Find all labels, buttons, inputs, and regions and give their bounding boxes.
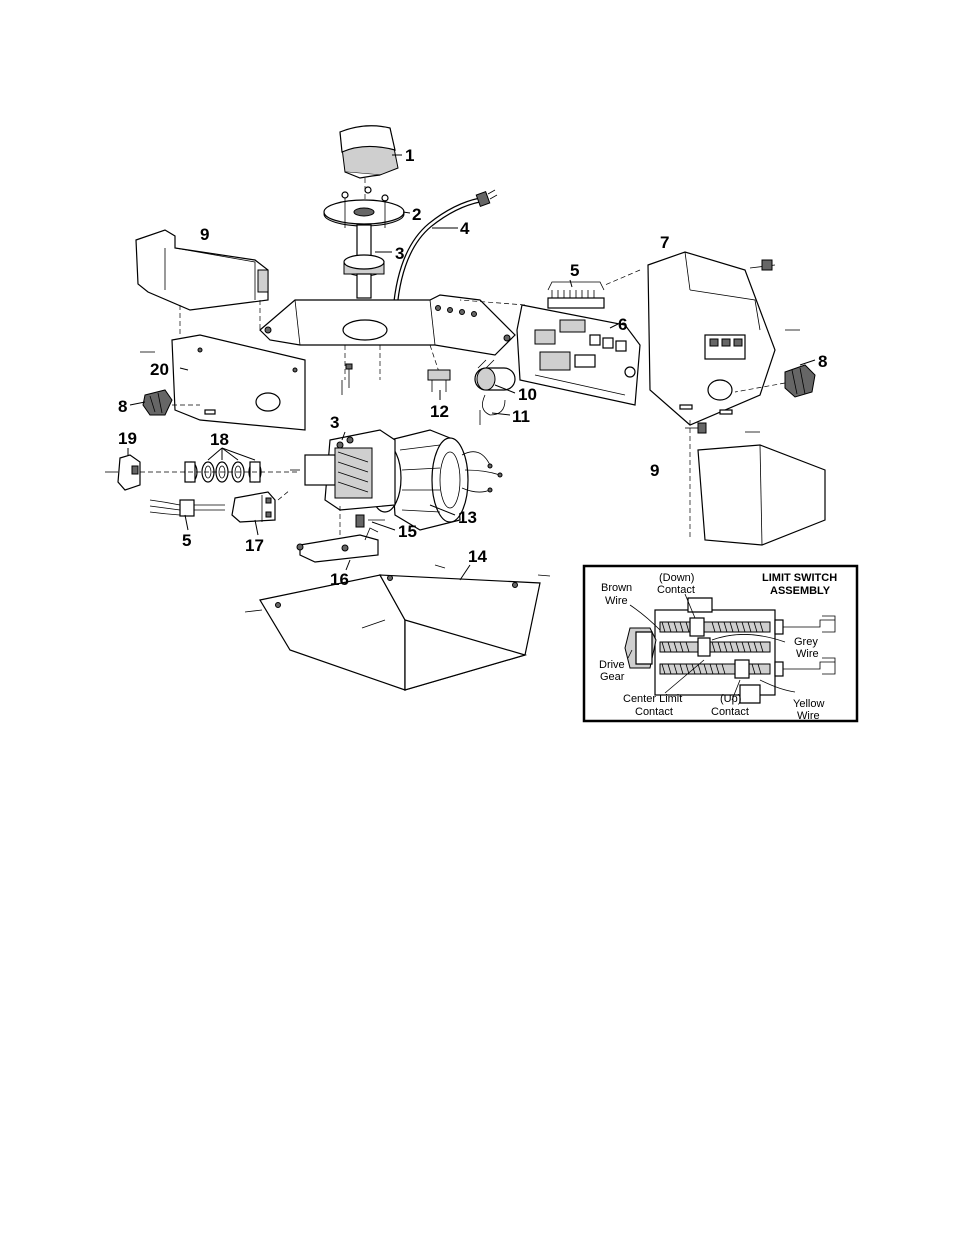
- part-cover-tray: [245, 565, 550, 690]
- inset-grey-wire-line2: Wire: [796, 648, 819, 660]
- callout-12: 12: [430, 402, 449, 421]
- inset-center-limit-line1: Center Limit: [623, 693, 682, 705]
- part-power-cord: [395, 190, 497, 310]
- part-drive-gear: [344, 225, 384, 298]
- callout-3-top: 3: [395, 244, 404, 263]
- inset-drive-gear-line2: Gear: [600, 671, 625, 683]
- part-gear-plate: [324, 187, 404, 228]
- callout-11: 11: [512, 407, 530, 426]
- inset-yellow-wire-line2: Wire: [797, 710, 820, 722]
- callout-9-bottom: 9: [650, 461, 659, 480]
- inset-title-line2: ASSEMBLY: [770, 585, 831, 597]
- part-chassis-screws: [342, 364, 352, 395]
- part-light-lens-right: [685, 420, 825, 545]
- part-terminal-block: [428, 370, 450, 392]
- inset-yellow-wire-line1: Yellow: [793, 698, 824, 710]
- inset-grey-wire-line1: Grey: [794, 636, 818, 648]
- part-worm-gear: [290, 430, 395, 510]
- part-switch-bracket: [232, 490, 290, 522]
- callout-1: 1: [405, 146, 414, 165]
- inset-down-contact-line1: (Down): [659, 572, 694, 584]
- callout-19: 19: [118, 429, 137, 448]
- part-wire-harness-top: [548, 282, 604, 308]
- part-limit-switch: [297, 505, 378, 562]
- callout-17: 17: [245, 536, 264, 555]
- callout-15: 15: [398, 522, 417, 541]
- inset-down-contact-line2: Contact: [657, 584, 695, 596]
- callout-20: 20: [150, 360, 169, 379]
- callout-7: 7: [660, 233, 669, 252]
- callout-16: 16: [330, 570, 349, 589]
- inset-up-contact-line1: (Up): [720, 693, 741, 705]
- inset-up-contact-line2: Contact: [711, 706, 749, 718]
- callout-2: 2: [412, 205, 421, 224]
- inset-center-limit-line2: Contact: [635, 706, 673, 718]
- callout-8-right: 8: [818, 352, 827, 371]
- callout-4: 4: [460, 219, 470, 238]
- callout-18: 18: [210, 430, 229, 449]
- callout-6: 6: [618, 315, 627, 334]
- inset-drive-gear-line1: Drive: [599, 659, 625, 671]
- part-end-cap: [105, 455, 140, 490]
- callout-5-bottom: 5: [182, 531, 191, 550]
- part-bushings: [140, 462, 300, 482]
- part-capacitor-bracket: [480, 395, 505, 425]
- inset-brown-wire-line1: Brown: [601, 582, 632, 594]
- callout-10: 10: [518, 385, 537, 404]
- callout-8-left: 8: [118, 397, 127, 416]
- limit-switch-inset: LIMIT SWITCH ASSEMBLY (Down) Contact Bro…: [584, 566, 857, 722]
- callout-13: 13: [458, 508, 477, 527]
- part-end-panel: [140, 335, 305, 430]
- part-wire-connector: [150, 500, 225, 516]
- inset-title-line1: LIMIT SWITCH: [762, 572, 837, 584]
- part-light-lens-left: [136, 230, 268, 335]
- callout-3-bottom: 3: [330, 413, 339, 432]
- callout-5-top: 5: [570, 261, 579, 280]
- callout-9-top: 9: [200, 225, 209, 244]
- inset-brown-wire-line2: Wire: [605, 595, 628, 607]
- callout-14: 14: [468, 547, 487, 566]
